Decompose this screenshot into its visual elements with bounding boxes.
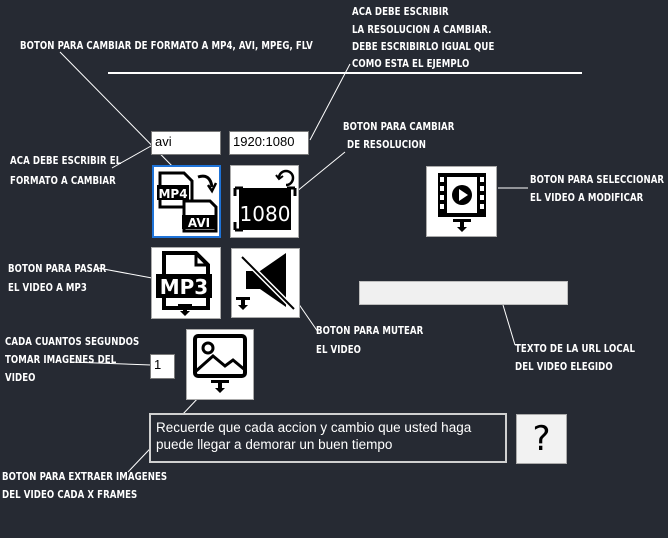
mp3-file-icon: MP3 bbox=[156, 251, 212, 316]
annotation-mute-button-2: EL VIDEO bbox=[316, 343, 362, 356]
resolution-icon-label: 1080 bbox=[240, 202, 291, 226]
select-video-button[interactable] bbox=[426, 166, 497, 237]
info-message-line-1: Recuerde que cada accion y cambio que us… bbox=[156, 420, 472, 435]
format-icon-top-label: MP4 bbox=[158, 187, 187, 201]
annotation-mp3-button-1: BOTON PARA PASAR bbox=[8, 262, 107, 275]
info-message-line-2: puede llegar a demorar un buen tiempo bbox=[156, 437, 393, 452]
resolution-input[interactable]: 1920:1080 bbox=[229, 131, 309, 155]
annotation-format-hint-2: FORMATO A CAMBIAR bbox=[10, 174, 116, 187]
convert-mp3-button[interactable]: MP3 bbox=[151, 247, 221, 319]
annotation-extract-button-1: BOTON PARA EXTRAER IMAGENES bbox=[2, 470, 168, 483]
annotation-resolution-hint-1: ACA DEBE ESCRIBIR bbox=[352, 5, 449, 18]
info-message: Recuerde que cada accion y cambio que us… bbox=[149, 413, 507, 463]
annotation-resolution-hint-4: COMO ESTA EL EJEMPLO bbox=[352, 57, 470, 70]
convert-format-button[interactable]: MP4 AVI bbox=[152, 165, 221, 238]
annotation-seconds-hint-1: CADA CUANTOS SEGUNDOS bbox=[5, 335, 140, 348]
annotation-select-button-2: EL VIDEO A MODIFICAR bbox=[530, 191, 644, 204]
help-button[interactable]: ? bbox=[516, 414, 567, 464]
mp3-icon-label: MP3 bbox=[160, 275, 208, 299]
question-icon: ? bbox=[532, 419, 551, 459]
annotation-seconds-hint-3: VIDEO bbox=[5, 371, 36, 384]
annotation-select-button-1: BOTON PARA SELECCIONAR bbox=[530, 173, 665, 186]
resolution-icon: 1080 bbox=[233, 169, 297, 232]
annotation-seconds-hint-2: TOMAR IMAGENES DEL bbox=[5, 353, 117, 366]
annotation-mp3-button-2: EL VIDEO A MP3 bbox=[8, 281, 87, 294]
annotation-extract-button-2: DEL VIDEO CADA X FRAMES bbox=[2, 488, 138, 501]
convert-format-icon: MP4 AVI bbox=[157, 171, 218, 233]
video-file-icon bbox=[438, 173, 486, 232]
annotation-url-text-2: DEL VIDEO ELEGIDO bbox=[515, 360, 613, 373]
format-icon-bottom-label: AVI bbox=[188, 216, 210, 230]
change-resolution-button[interactable]: 1080 bbox=[230, 165, 299, 238]
seconds-input[interactable]: 1 bbox=[150, 354, 175, 379]
annotation-format-hint-1: ACA DEBE ESCRIBIR EL bbox=[10, 154, 122, 167]
annotation-resolution-hint-2: LA RESOLUCION A CAMBIAR. bbox=[352, 23, 492, 36]
annotation-resolution-button-2: DE RESOLUCION bbox=[347, 138, 427, 151]
annotation-resolution-button-1: BOTON PARA CAMBIAR bbox=[343, 120, 455, 133]
annotation-format-button: BOTON PARA CAMBIAR DE FORMATO A MP4, AVI… bbox=[20, 39, 313, 52]
mute-video-button[interactable] bbox=[231, 248, 300, 318]
annotation-mute-button-1: BOTON PARA MUTEAR bbox=[316, 324, 424, 337]
video-url-field bbox=[359, 281, 568, 305]
mute-icon bbox=[236, 253, 296, 311]
image-extract-icon bbox=[193, 334, 247, 393]
extract-images-button[interactable] bbox=[186, 329, 254, 400]
annotation-url-text-1: TEXTO DE LA URL LOCAL bbox=[515, 342, 636, 355]
format-input[interactable]: avi bbox=[151, 131, 221, 155]
annotation-resolution-hint-3: DEBE ESCRIBIRLO IGUAL QUE bbox=[352, 40, 495, 53]
